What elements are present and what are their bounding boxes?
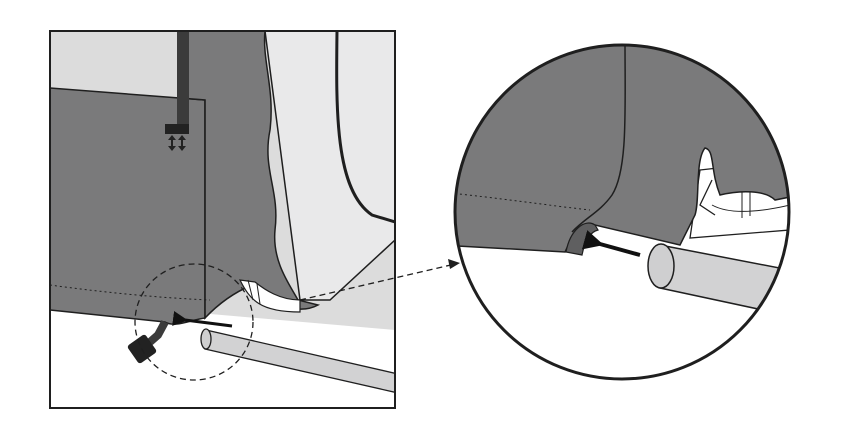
pole-end	[200, 328, 212, 350]
zoom-pole-end	[647, 243, 675, 289]
strap-bottom	[147, 320, 169, 346]
tank-edge-line	[335, 31, 395, 224]
zoom-leader-arrowhead	[448, 259, 460, 269]
tank-body	[264, 31, 395, 301]
base-mount	[238, 279, 301, 313]
zoom-cover-seam	[571, 45, 626, 233]
mount-peg-2	[256, 283, 261, 305]
overview-panel	[49, 30, 396, 409]
zoom-mount-bracket	[699, 179, 716, 216]
arrow-left-icon	[172, 311, 233, 328]
arrow-left-icon	[581, 230, 641, 257]
hem-line	[50, 284, 211, 301]
ground-area	[50, 300, 395, 408]
up-down-arrows-icon	[168, 135, 186, 151]
magnifier-circle	[453, 43, 791, 381]
zoom-frame	[453, 43, 791, 381]
buckle-icon	[165, 124, 189, 134]
mount-peg-1	[247, 279, 254, 301]
panel-frame	[49, 30, 396, 409]
zoom-leader-line	[299, 263, 456, 301]
strap-top	[177, 31, 189, 126]
zoom-mount-rim	[711, 204, 789, 212]
zoom-hem-line	[455, 191, 591, 211]
detail-highlight-circle	[134, 263, 254, 381]
